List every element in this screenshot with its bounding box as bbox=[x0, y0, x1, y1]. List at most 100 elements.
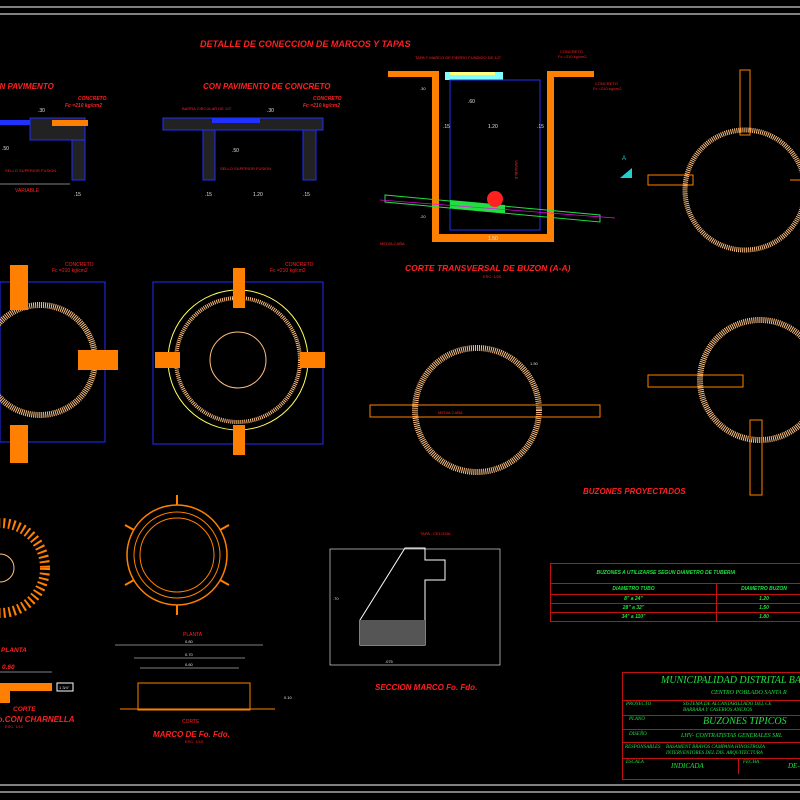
municipality: MUNICIPALIDAD DISTRITAL BAÑ bbox=[661, 675, 800, 686]
label: Fc =210 kg/cm2 bbox=[65, 103, 102, 109]
label: INDICADA bbox=[671, 762, 704, 770]
label: MARCO DE Fo. Fdo. bbox=[153, 730, 230, 739]
label: VARIABLE bbox=[15, 188, 40, 194]
label: BARRA CIRCULAR DE 1/2" bbox=[182, 106, 232, 111]
label: SELLO SUPERIOR FUSION bbox=[5, 168, 56, 173]
label: .60 bbox=[468, 99, 475, 105]
label: DISEÑO bbox=[629, 732, 647, 737]
label: CONCRETO bbox=[313, 96, 342, 102]
label: CORTE TRANSVERSAL DE BUZON (A-A) bbox=[405, 263, 571, 273]
label: SISTEMA DE ALCANTARILLADO DEL CE bbox=[683, 702, 772, 707]
label: PROYECTO bbox=[626, 702, 652, 707]
plan-view-2: CONCRETO Fc =210 kg/cm2 bbox=[152, 262, 325, 455]
detail-title: SIN PAVIMENTO bbox=[0, 82, 55, 91]
label: Fc =210 kg/cm2 bbox=[303, 103, 340, 109]
plan-top-right: A bbox=[620, 69, 800, 253]
label: ESC. 1/10 bbox=[5, 724, 24, 729]
plano-title: BUZONES TIPICOS bbox=[703, 716, 787, 727]
label: TAPA Y MARCO DE FIERRO FUNDIDO DE 1/2" bbox=[415, 55, 502, 60]
label: .15 bbox=[205, 192, 212, 198]
label: INTERVENTORES DEL DIS. ARQUITECTURA bbox=[666, 751, 763, 756]
label: Fc =210 kg/cm2 bbox=[558, 54, 587, 59]
place: CENTRO POBLADO SANTA R bbox=[711, 690, 787, 696]
detail-con-pavimento: CON PAVIMENTO DE CONCRETO CONCRETO Fc =2… bbox=[162, 82, 342, 198]
label: PLANTA bbox=[183, 632, 203, 638]
label: CON PAVIMENTO DE CONCRETO bbox=[203, 82, 331, 91]
label: 1.50 bbox=[530, 361, 539, 366]
label: .15 bbox=[303, 192, 310, 198]
label: .15 bbox=[74, 192, 81, 198]
label: 1.20 bbox=[488, 124, 498, 130]
tapa-detail: PLANTA 0.60 1 3/4" CORTE TAPA DE Fo.Fdo.… bbox=[0, 518, 75, 729]
pipe-diameter-table: BUZONES A UTILIZARSE SEGUN DIAMETRO DE T… bbox=[550, 563, 800, 622]
table-header: DIAMETRO TUBO DIAMETRO BUZON bbox=[551, 584, 800, 595]
label: DE-1 bbox=[788, 762, 800, 770]
label: 0.10 bbox=[284, 695, 293, 700]
label: TAPA - CELOSIA bbox=[420, 531, 451, 536]
label: 1 3/4" bbox=[59, 685, 70, 690]
label: CONCRETO bbox=[595, 81, 618, 86]
drawing-title: DETALLE DE CONECCION DE MARCOS Y TAPAS bbox=[200, 39, 411, 49]
table-row: 34" a 110" 1.80 bbox=[551, 613, 800, 621]
label: .15 bbox=[537, 124, 544, 130]
label: MEDIA CAÑA bbox=[380, 241, 405, 246]
label: ESC. 1/10 bbox=[185, 739, 204, 744]
title-block: MUNICIPALIDAD DISTRITAL BAÑ CENTRO POBLA… bbox=[622, 672, 800, 780]
label: RESPONSABLES bbox=[625, 745, 661, 750]
label: PLANO bbox=[629, 717, 645, 722]
label: SELLO SUPERIOR FUSION bbox=[220, 166, 271, 171]
label: .30 bbox=[38, 108, 45, 114]
label: 0.60 bbox=[185, 662, 194, 667]
table-row: 28" a 32" 1.50 bbox=[551, 604, 800, 613]
label: A bbox=[622, 156, 626, 162]
label: .20 bbox=[420, 214, 426, 219]
label: .075 bbox=[385, 659, 394, 664]
label: .15 bbox=[443, 124, 450, 130]
label: Fc =210 kg/cm2 bbox=[52, 268, 88, 274]
tapa-dim-label: 0.60 bbox=[2, 664, 15, 671]
projected-manholes: MEDIA CAÑA 1.50 BUZONES PROYECTADOS bbox=[369, 317, 800, 496]
label: 8" a 24" bbox=[551, 595, 717, 603]
label: 0.70 bbox=[185, 652, 194, 657]
label: .50 bbox=[232, 148, 239, 154]
label: BARBARA Y CASERIOS ANEXOS bbox=[683, 708, 753, 713]
label: CONCRETO bbox=[560, 49, 583, 54]
label: LHV- CONTRATISTAS GENERALES SRL bbox=[681, 733, 783, 739]
detail-sin-pavimento: SIN PAVIMENTO CONCRETO Fc =210 kg/cm2 .3… bbox=[0, 82, 107, 198]
label: CORTE bbox=[182, 719, 200, 725]
label: 0.80 bbox=[185, 639, 194, 644]
section-a-a: TAPA Y MARCO DE FIERRO FUNDIDO DE 1/2" C… bbox=[379, 49, 622, 279]
label: CONCRETO bbox=[65, 262, 94, 268]
table-row: 8" a 24" 1.20 bbox=[551, 595, 800, 604]
label: .30 bbox=[420, 86, 426, 91]
label: 28" a 32" bbox=[551, 604, 717, 612]
label: 34" a 110" bbox=[551, 613, 717, 621]
label: VARIABLE bbox=[514, 160, 519, 180]
label: BUZONES PROYECTADOS bbox=[583, 487, 686, 496]
label: CONCRETO bbox=[78, 96, 107, 102]
label: .30 bbox=[267, 108, 274, 114]
label: CONCRETO bbox=[285, 262, 314, 268]
marco-detail: PLANTA 0.80 0.70 0.60 0.10 CORTE MARCO D… bbox=[115, 495, 293, 744]
tapa-corte-label: CORTE bbox=[13, 706, 36, 713]
plan-view-1: CONCRETO Fc =210 kg/cm2 bbox=[0, 262, 118, 463]
label: BASAMENT BRAVOS CAMPANA HINOSTROZA bbox=[666, 745, 765, 750]
label: 1.20 bbox=[759, 596, 769, 602]
tapa-planta-label: PLANTA bbox=[1, 647, 27, 654]
label: .50 bbox=[2, 146, 9, 152]
drawing-frame bbox=[0, 6, 800, 793]
label: DIAMETRO BUZON bbox=[741, 586, 787, 592]
label: SECCION MARCO Fo. Fdo. bbox=[375, 683, 477, 692]
label: ESC. 1/20 bbox=[483, 274, 502, 279]
label: 1.50 bbox=[488, 236, 498, 242]
label: Fc =210 kg/cm2 bbox=[270, 268, 306, 274]
table-title: BUZONES A UTILIZARSE SEGUN DIAMETRO DE T… bbox=[551, 564, 800, 584]
label: .70 bbox=[333, 596, 339, 601]
seccion-marco: TAPA - CELOSIA .70 .075 SECCION MARCO Fo… bbox=[329, 531, 501, 692]
label: 1.50 bbox=[759, 605, 769, 611]
label: DIAMETRO TUBO bbox=[551, 584, 717, 594]
label: MEDIA CAÑA bbox=[438, 410, 463, 415]
label: 1.20 bbox=[253, 192, 263, 198]
label: 1.80 bbox=[759, 614, 769, 620]
